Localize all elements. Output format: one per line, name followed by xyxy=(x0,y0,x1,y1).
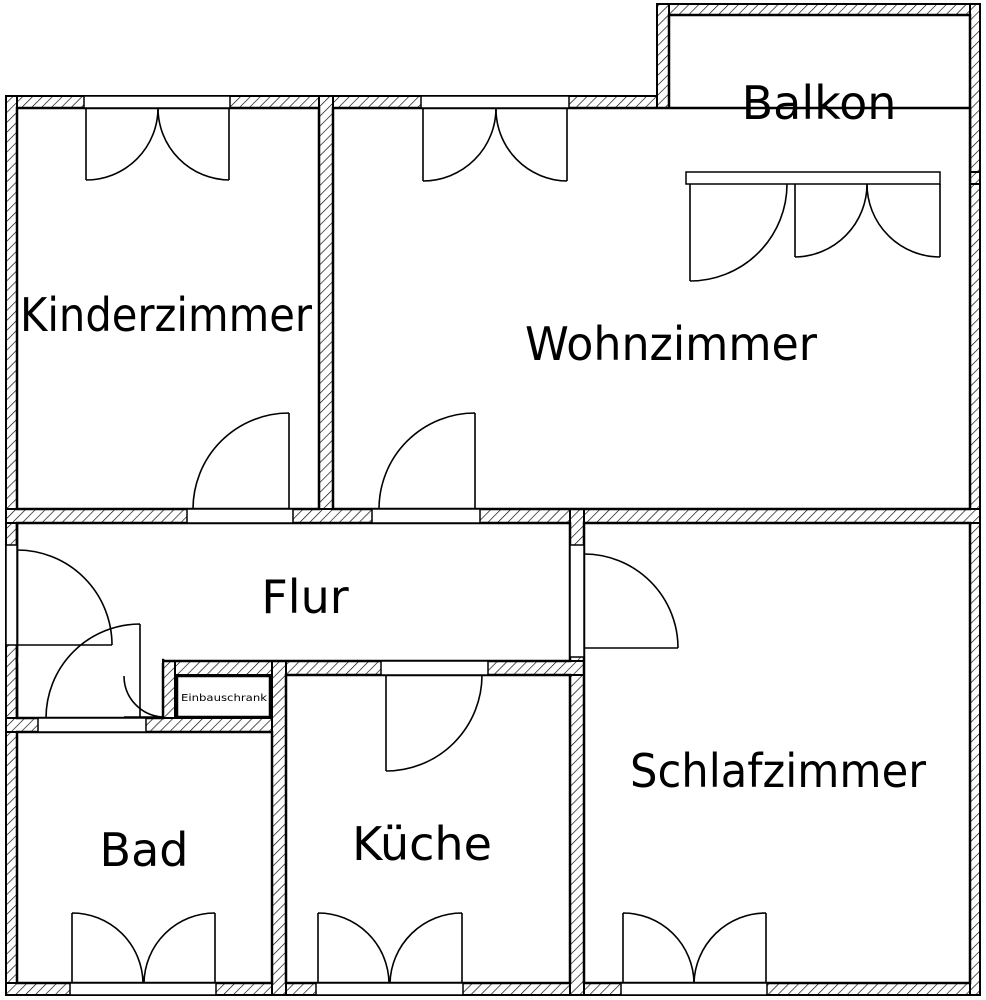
wall-right xyxy=(969,171,981,996)
label-wohnzimmer: Wohnzimmer xyxy=(525,317,817,371)
casement-wohn-right xyxy=(495,107,568,182)
room-schlafzimmer xyxy=(582,521,972,985)
opening-kueche xyxy=(380,660,489,676)
wall-balkon-top xyxy=(656,3,981,16)
schlafzimmer-door-swing xyxy=(583,553,679,649)
casement-kueche-right xyxy=(389,912,463,984)
label-kinderzimmer: Kinderzimmer xyxy=(20,288,312,342)
casement-kinder-right xyxy=(157,107,230,181)
room-wohnzimmer xyxy=(331,106,972,511)
opening-schlafzimmer xyxy=(569,544,585,658)
wall-bad-kueche xyxy=(271,660,287,996)
doors xyxy=(16,107,941,984)
casement-balkon-right xyxy=(866,183,941,258)
window-bad xyxy=(69,982,217,996)
casement-schlaf-right xyxy=(693,912,767,984)
windows xyxy=(5,95,941,996)
casement-kueche-left xyxy=(317,912,390,984)
room-einbauschrank xyxy=(175,674,272,719)
casement-bad-right xyxy=(143,912,216,984)
casement-schlaf-left xyxy=(622,912,695,984)
entrance-door-swing xyxy=(16,549,113,646)
kueche-door-swing xyxy=(385,674,483,772)
casement-wohn-left xyxy=(422,107,497,182)
wohnzimmer-door-swing xyxy=(378,412,476,510)
schrank-door-swing xyxy=(123,675,164,718)
window-wohnzimmer xyxy=(420,95,570,109)
opening-kinderzimmer xyxy=(186,508,294,524)
casement-balkon-left xyxy=(794,183,868,258)
wall-flur-bottom xyxy=(162,660,585,676)
kinderzimmer-door-swing xyxy=(192,412,290,510)
opening-entrance xyxy=(5,544,18,646)
room-kueche xyxy=(284,673,572,985)
label-schlafzimmer: Schlafzimmer xyxy=(630,744,926,798)
room-bad xyxy=(15,730,274,985)
balkon-door-swing xyxy=(689,183,788,282)
casement-bad-left xyxy=(71,912,144,984)
window-kueche xyxy=(315,982,464,996)
label-flur: Flur xyxy=(261,570,348,624)
opening-wohnzimmer xyxy=(371,508,481,524)
room-kinderzimmer xyxy=(15,106,321,511)
label-kueche: Küche xyxy=(352,817,492,871)
wall-balkon-right xyxy=(969,3,981,185)
wall-schrank-left xyxy=(162,660,176,720)
window-kinderzimmer xyxy=(83,95,231,109)
casement-kinder-left xyxy=(85,107,159,181)
window-balkon-door xyxy=(685,171,941,185)
wall-kinder-wohn xyxy=(318,95,334,521)
label-bad: Bad xyxy=(100,823,189,877)
wall-mid-horizontal xyxy=(5,508,981,524)
label-einbauschrank: Einbauschrank xyxy=(181,693,267,704)
opening-bad xyxy=(37,717,147,733)
window-schlafzimmer xyxy=(620,982,768,996)
bad-door-swing xyxy=(45,623,141,719)
label-balkon: Balkon xyxy=(742,76,897,130)
